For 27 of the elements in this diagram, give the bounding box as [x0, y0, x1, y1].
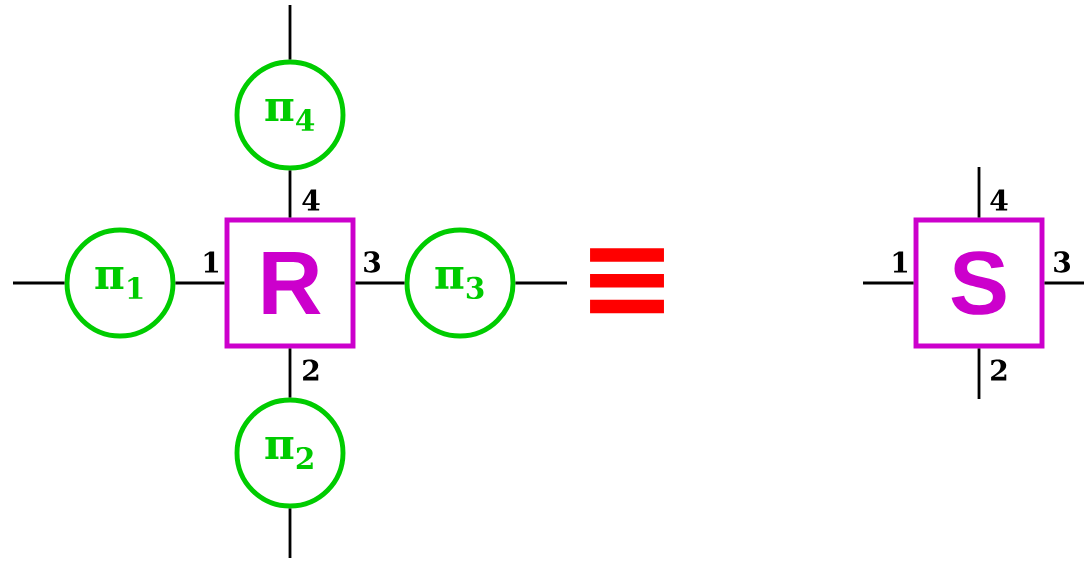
circle-node: π$_{2}$ — [234, 397, 346, 509]
connector-line — [175, 281, 225, 285]
connector-line — [288, 5, 292, 60]
connector-line — [288, 348, 292, 398]
square-box: R — [224, 217, 356, 349]
square-box: S — [913, 217, 1045, 349]
connector-line — [288, 508, 292, 558]
port-number: 2 — [987, 358, 1011, 382]
port-number: 1 — [199, 250, 223, 274]
port-number: 4 — [987, 188, 1011, 212]
connector-line — [288, 170, 292, 218]
connector-line — [355, 281, 405, 285]
port-number: 4 — [299, 188, 323, 212]
port-number: 3 — [1050, 249, 1074, 275]
port-number: 2 — [299, 358, 323, 382]
circle-node: π$_{1}$ — [64, 227, 176, 339]
circle-node: π$_{4}$ — [234, 59, 346, 171]
connector-line — [1044, 281, 1084, 285]
connector-line — [863, 281, 914, 285]
equivalence-sign: ≡ — [590, 248, 664, 314]
circle-node: π$_{3}$ — [404, 227, 516, 339]
connector-line — [977, 167, 981, 218]
connector-line — [515, 281, 567, 285]
connector-line — [977, 348, 981, 399]
port-number: 3 — [360, 249, 384, 275]
connector-line — [13, 281, 65, 285]
port-number: 1 — [888, 250, 912, 274]
